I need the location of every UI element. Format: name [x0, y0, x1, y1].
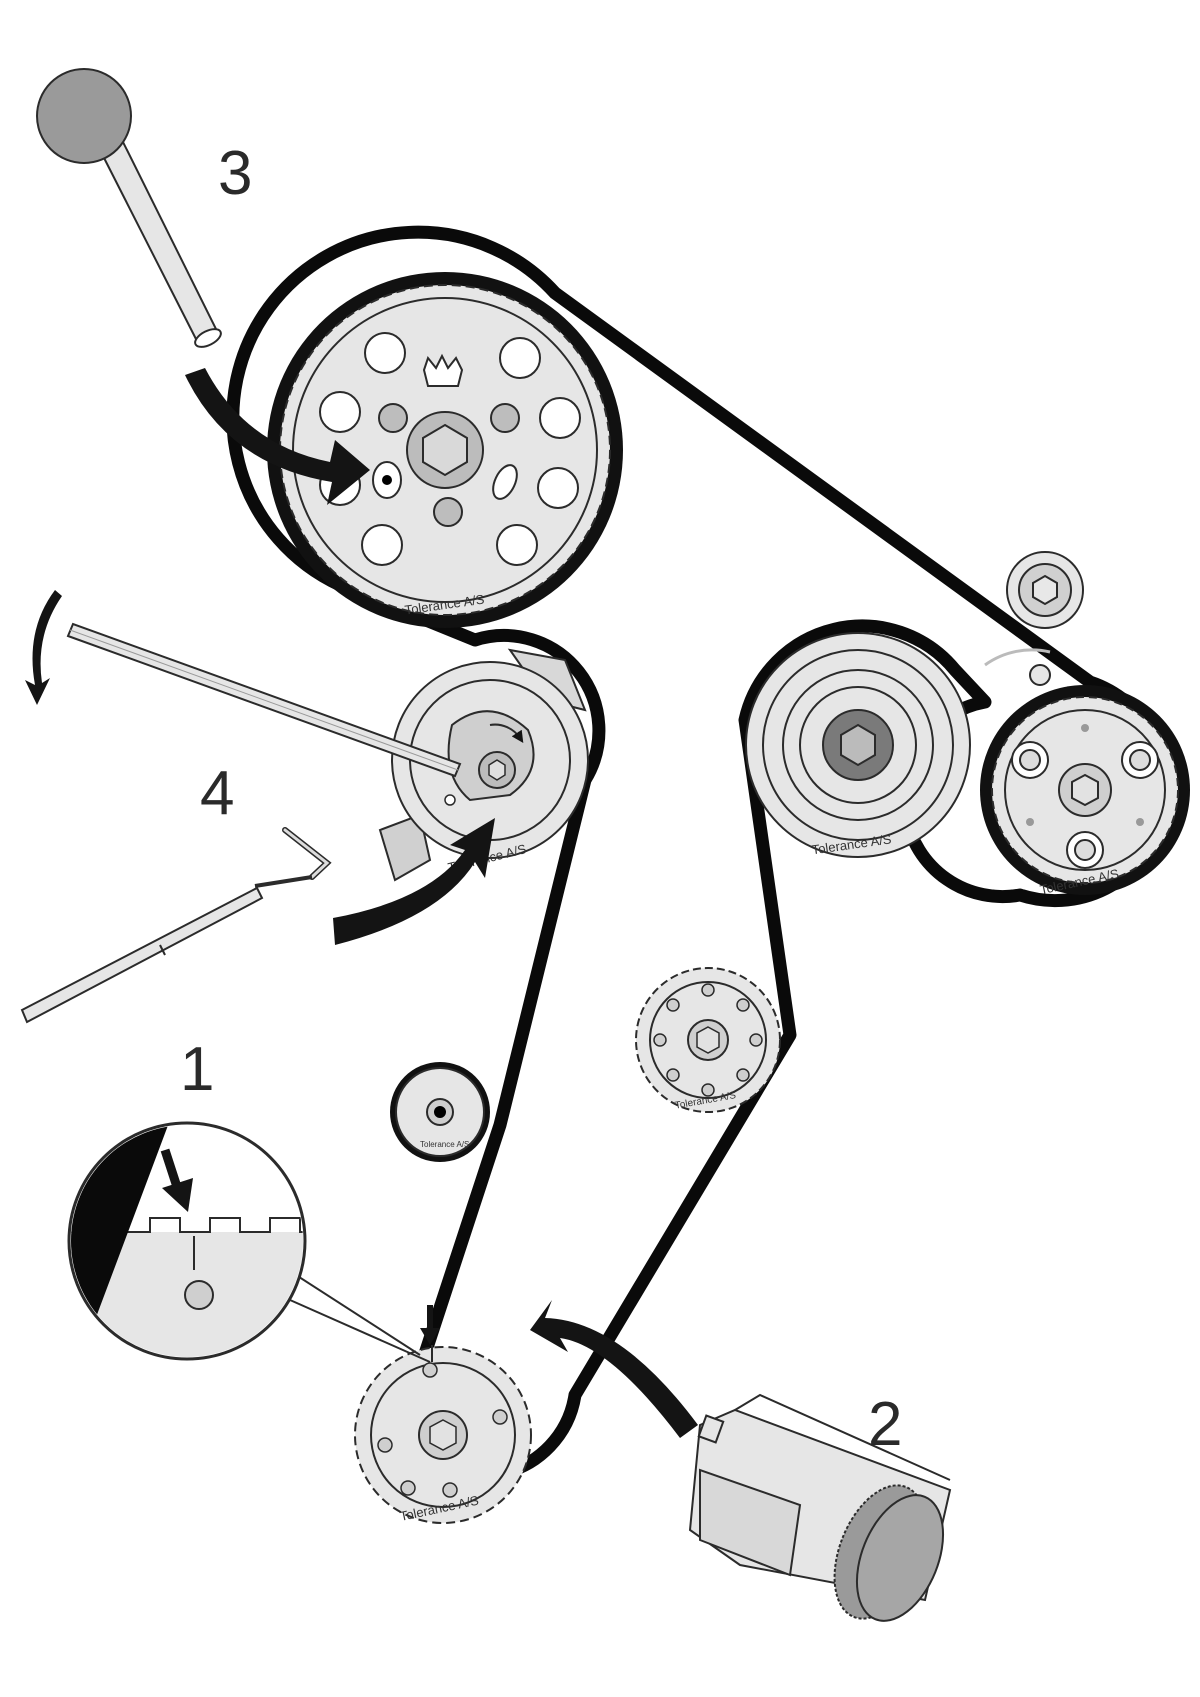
step3-rotation-arrow [185, 368, 370, 505]
water-pump-sprocket: Tolerance A/S [635, 967, 781, 1113]
idler-pulley: Tolerance A/S [745, 632, 971, 858]
magnifier-detail [67, 1121, 431, 1363]
crank-locking-tool [530, 1300, 952, 1622]
hex-key-tool [66, 622, 462, 778]
tensioner-pulley: Tolerance A/S [378, 648, 589, 882]
step-number-4: 4 [200, 759, 234, 828]
right-sprocket: Tolerance A/S [980, 648, 1190, 897]
lower-idler-brand-label: Tolerance A/S [420, 1140, 469, 1149]
crown-logo-icon [422, 353, 464, 387]
small-idler-pulley [1006, 551, 1084, 629]
step2-rotation-arrow [530, 1300, 698, 1438]
crank-mark-arrow [420, 1305, 440, 1345]
step4-rotation-arrow [333, 818, 495, 945]
crankshaft-sprocket: Tolerance A/S [354, 1345, 532, 1524]
camshaft-sprocket: Tolerance A/S [267, 272, 623, 628]
step-number-2: 2 [868, 1390, 902, 1459]
step4-rotation-arrow-left [25, 590, 62, 705]
step-number-3: 3 [218, 139, 252, 208]
lower-idler-pulley: Tolerance A/S [390, 1062, 490, 1162]
locking-pin-tool [36, 68, 222, 348]
allen-wrench-tool [20, 827, 332, 1024]
step-number-1: 1 [180, 1035, 214, 1104]
